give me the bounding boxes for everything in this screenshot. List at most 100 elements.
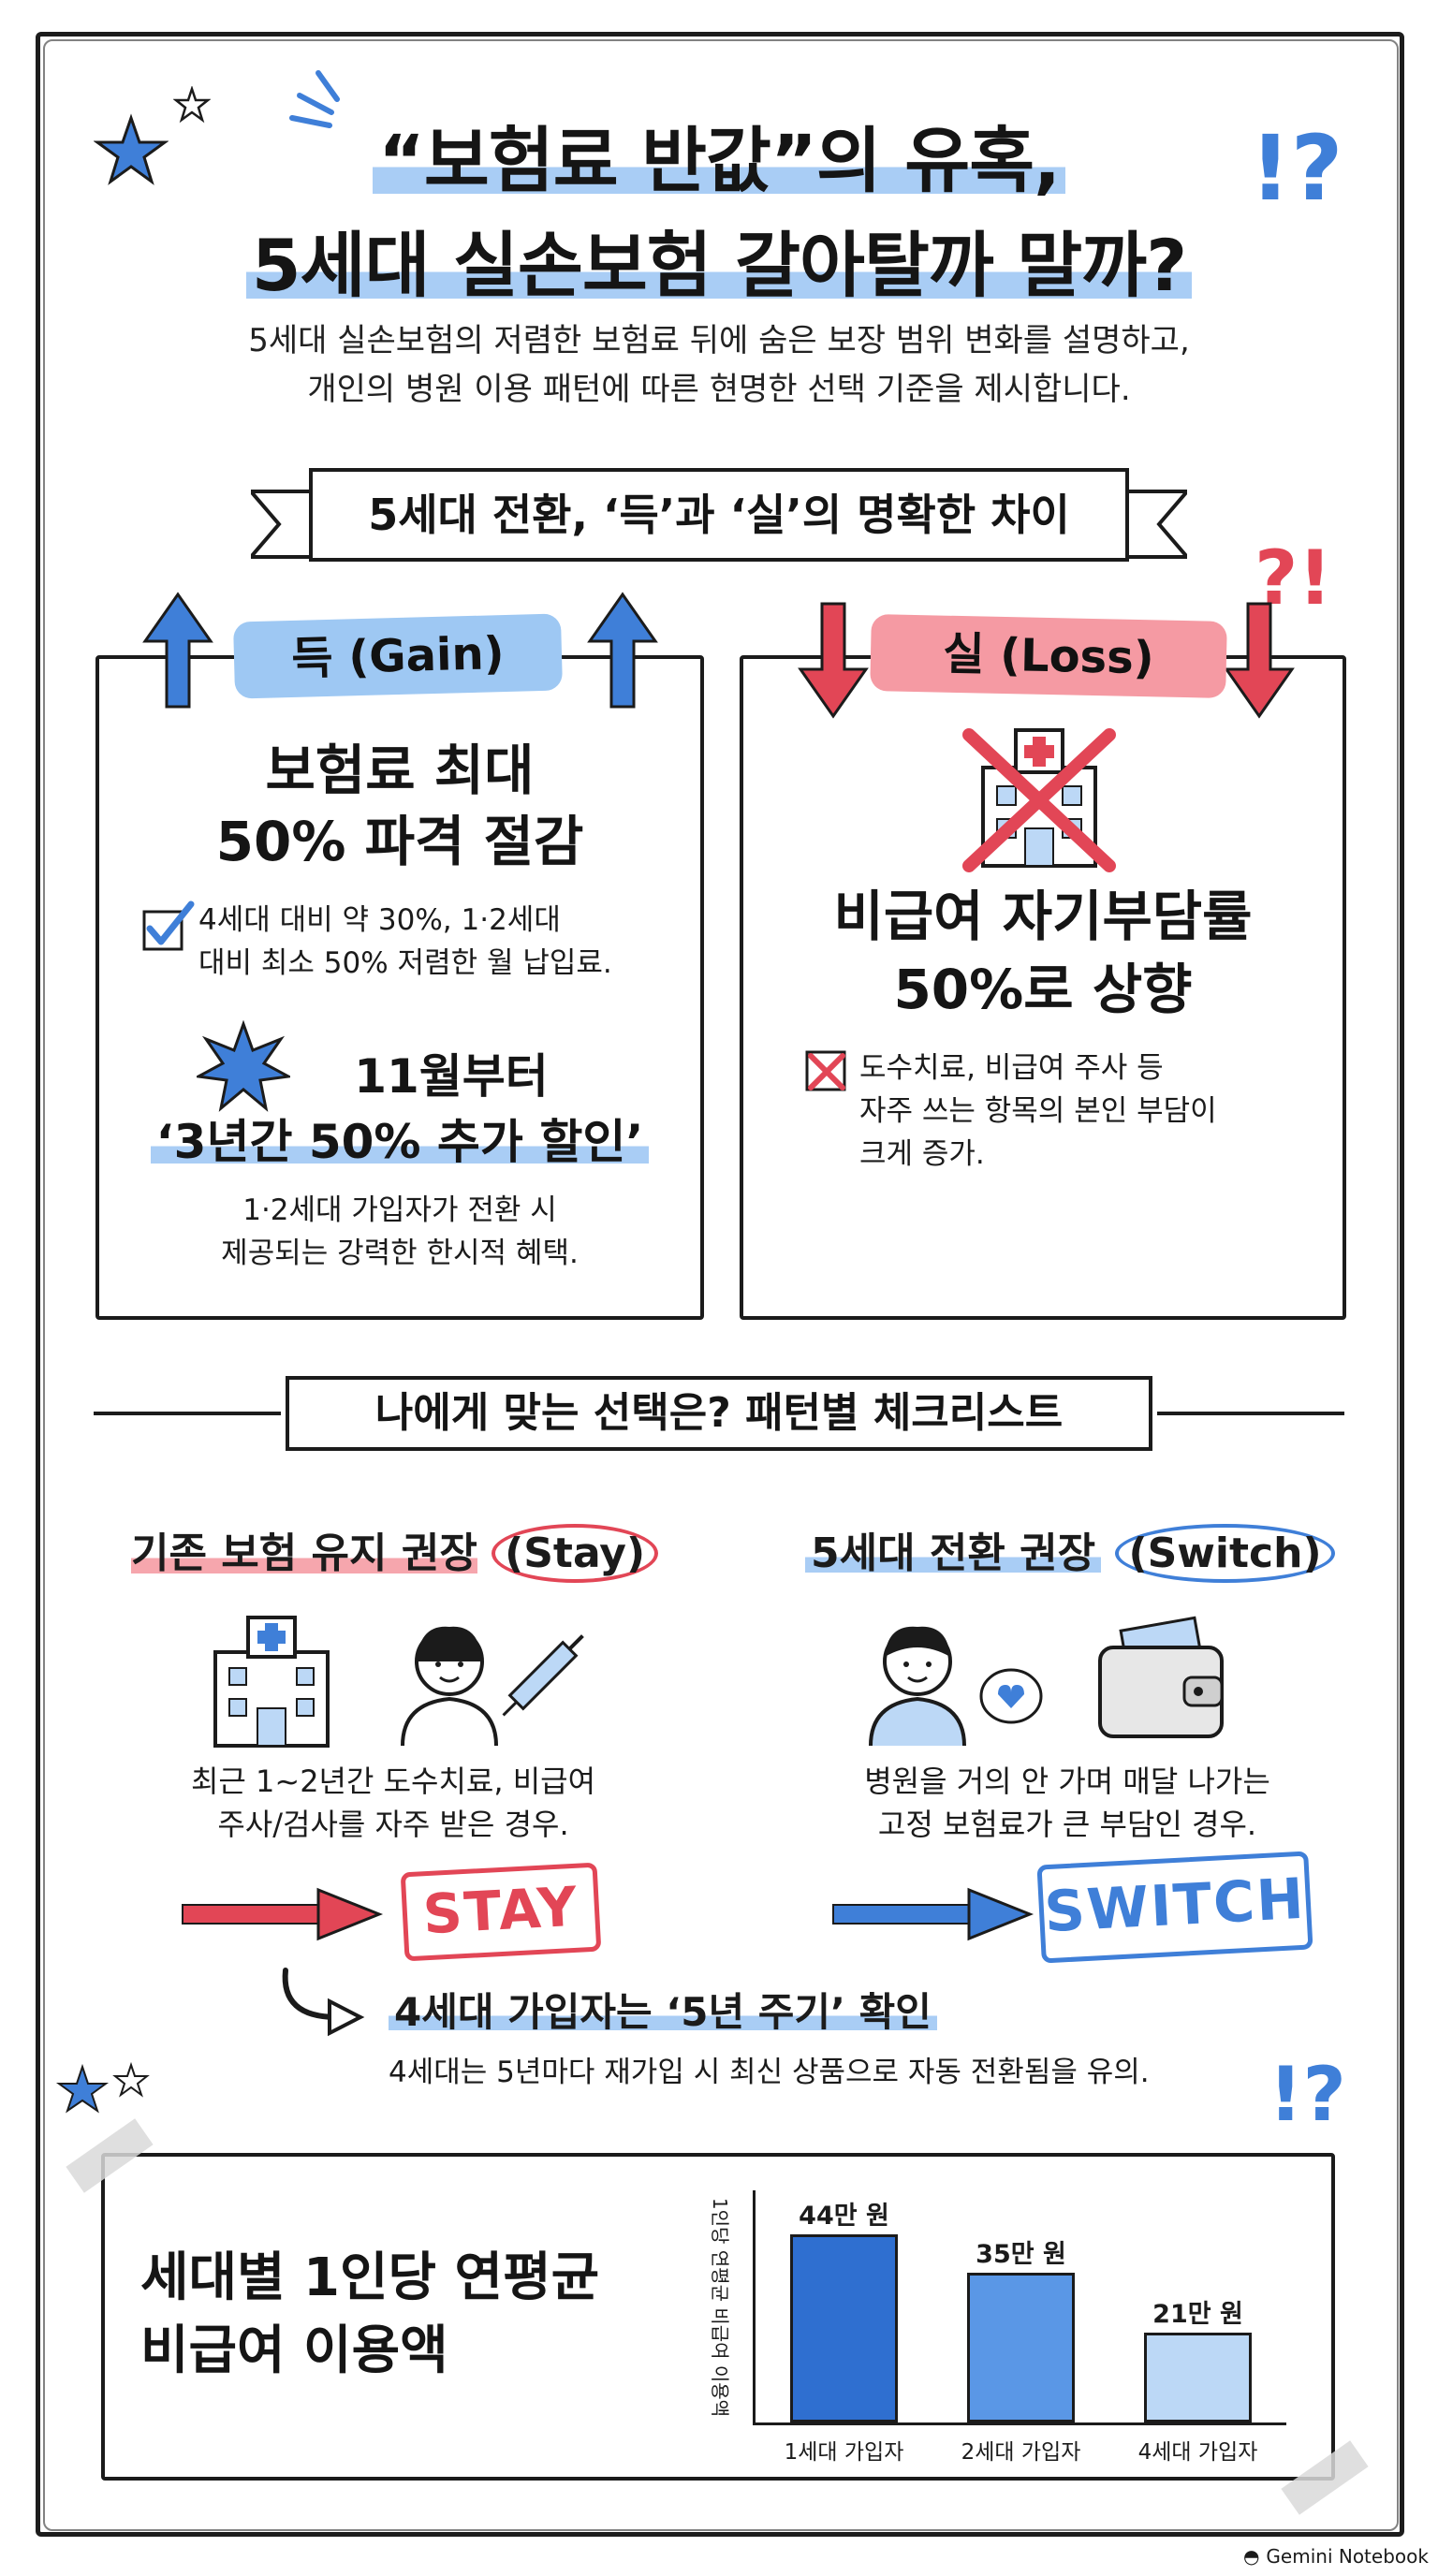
- section1-banner-text: 5세대 전환, ‘득’과 ‘실’의 명확한 차이: [368, 490, 1070, 540]
- bar-data-label-2: 35만 원: [976, 2240, 1066, 2269]
- page-title-line1: “보험료 반값”의 유혹,: [0, 103, 1438, 202]
- gain-promo-desc: 1·2세대 가입자가 전환 시 제공되는 강력한 한시적 혜택.: [103, 1189, 697, 1275]
- gain-headline-line1: 보험료 최대: [265, 739, 535, 802]
- plot-area: 44만 원 1세대 가입자 35만 원 2세대 가입자 21만 원 4세대 가입자: [756, 2190, 1286, 2465]
- loss-panel: [740, 655, 1346, 1320]
- brand-icon: ◓: [1243, 2545, 1267, 2568]
- page-frame: [36, 32, 1404, 2537]
- bar-3: [1144, 2333, 1252, 2422]
- gain-headline-line2: 50% 파격 절감: [215, 810, 584, 873]
- hospital-icon: [213, 1616, 330, 1748]
- subtitle-line-2: 개인의 병원 이용 패턴에 따른 현명한 선택 기준을 제시합니다.: [307, 371, 1131, 408]
- note-title-text: 4세대 가입자는 ‘5년 주기’ 확인: [389, 1989, 937, 2035]
- spark-lines-icon: [289, 70, 340, 128]
- loss-x-line1: 도수치료, 비급여 주사 등: [859, 1051, 1164, 1085]
- switch-stamp: SWITCH: [1036, 1851, 1313, 1964]
- stay-title: 기존 보험 유지 권장 (Stay): [131, 1521, 693, 1587]
- chart-panel: [101, 2153, 1335, 2481]
- loss-x-text: 도수치료, 비급여 주사 등 자주 쓰는 항목의 본인 부담이 크게 증가.: [859, 1046, 1328, 1176]
- star-icon: [94, 113, 169, 185]
- page-subtitle: 5세대 실손보험의 저렴한 보험료 뒤에 숨은 보장 범위 변화를 설명하고, …: [0, 316, 1438, 414]
- footer-brand: ◓ Gemini Notebook: [1243, 2542, 1431, 2570]
- svg-text:!?: !?: [1250, 116, 1343, 213]
- section2-banner-text: 나에게 맞는 선택은? 패턴별 체크리스트: [374, 1389, 1064, 1437]
- gain-promo: 11월부터 ‘3년간 50% 추가 할인’: [103, 1044, 697, 1175]
- arrow-right-red-icon: [182, 1887, 384, 1941]
- exclaim-question-blue-icon: !?: [1269, 2051, 1346, 2134]
- switch-desc: 병원을 거의 안 가며 매달 나가는 고정 보험료가 큰 부담인 경우.: [777, 1760, 1357, 1846]
- title-text-1: “보험료 반값”의 유혹,: [372, 119, 1066, 202]
- arrow-down-icon: [798, 602, 869, 719]
- x-axis: [753, 2422, 1286, 2425]
- title-text-2: 5세대 실손보험 갈아탈까 말까?: [245, 224, 1193, 307]
- stay-desc-line2: 주사/검사를 자주 받은 경우.: [217, 1807, 569, 1842]
- gain-check-line1: 4세대 대비 약 30%, 1·2세대: [198, 903, 561, 937]
- page-frame-inner: [43, 39, 1399, 2531]
- bar-chart: 1인당 연평균 비급여 이용액 44만 원 1세대 가입자 35만 원 2세대 가입자…: [709, 2181, 1311, 2465]
- stay-stamp-text: STAY: [421, 1874, 580, 1947]
- gain-panel: [95, 655, 704, 1320]
- subtitle-line-1: 5세대 실손보험의 저렴한 보험료 뒤에 숨은 보장 범위 변화를 설명하고,: [248, 322, 1190, 359]
- switch-title-en: (Switch): [1115, 1524, 1335, 1583]
- note-title: 4세대 가입자는 ‘5년 주기’ 확인: [389, 1984, 1231, 2041]
- svg-text:!?: !?: [1269, 2051, 1346, 2134]
- gain-label-text: 득 (Gain): [290, 627, 506, 685]
- section2-banner: 나에게 맞는 선택은? 패턴별 체크리스트: [286, 1376, 1152, 1451]
- gain-check-line2: 대비 최소 50% 저렴한 월 납입료.: [198, 946, 612, 980]
- loss-headline-line2: 50%로 상향: [893, 958, 1193, 1021]
- stay-title-en: (Stay): [492, 1524, 659, 1583]
- gain-headline: 보험료 최대 50% 파격 절감: [103, 735, 697, 877]
- bar-2: [967, 2273, 1075, 2422]
- stay-stamp: STAY: [400, 1862, 602, 1962]
- stay-desc-line1: 최근 1~2년간 도수치료, 비급여: [190, 1764, 596, 1799]
- note-desc: 4세대는 5년마다 재가입 시 최신 상품으로 자동 전환됨을 유의.: [389, 2052, 1325, 2093]
- gain-promo-desc-line2: 제공되는 강력한 한시적 혜택.: [221, 1237, 579, 1270]
- chart-title-line1: 세대별 1인당 연평균: [140, 2247, 600, 2308]
- patient-injection-icon: [401, 1626, 584, 1747]
- gain-promo-line1: 11월부터: [354, 1049, 549, 1104]
- switch-title-text: 5세대 전환 권장: [805, 1530, 1102, 1577]
- divider-right: [1157, 1412, 1344, 1415]
- x-tick-label-1: 1세대 가입자: [784, 2440, 904, 2465]
- y-axis: [753, 2190, 756, 2424]
- y-axis-label-wrap: 1인당 연평균 비급여 이용액: [702, 2190, 740, 2424]
- loss-headline: 비급여 자기부담률 50%로 상향: [747, 880, 1339, 1026]
- y-axis-label: 1인당 연평균 비급여 이용액: [709, 2197, 731, 2418]
- bar-data-label-3: 21만 원: [1152, 2300, 1243, 2329]
- x-tick-label-2: 2세대 가입자: [961, 2440, 1081, 2465]
- loss-label: 실 (Loss): [870, 614, 1227, 698]
- x-tick-label-3: 4세대 가입자: [1137, 2440, 1258, 2465]
- person-heart-icon: [869, 1626, 1043, 1747]
- section1-banner: 5세대 전환, ‘득’과 ‘실’의 명확한 차이: [309, 468, 1129, 562]
- burst-icon: [197, 1020, 290, 1112]
- gain-promo-line2: ‘3년간 50% 추가 할인’: [150, 1115, 650, 1169]
- gain-check-text: 4세대 대비 약 30%, 1·2세대 대비 최소 50% 저렴한 월 납입료.: [198, 899, 685, 985]
- loss-headline-line1: 비급여 자기부담률: [833, 885, 1253, 948]
- arrow-right-blue-icon: [832, 1887, 1034, 1941]
- stay-title-text: 기존 보험 유지 권장: [131, 1530, 477, 1577]
- loss-label-text: 실 (Loss): [942, 627, 1155, 685]
- footer-brand-text: Gemini Notebook: [1266, 2545, 1429, 2568]
- arrow-up-icon: [142, 592, 213, 709]
- gain-label: 득 (Gain): [232, 613, 564, 699]
- checkbox-checked-icon: [142, 900, 195, 951]
- arrow-down-icon-2: [1224, 602, 1295, 719]
- loss-x-line2: 자주 쓰는 항목의 본인 부담이: [859, 1094, 1217, 1128]
- chart-title-line2: 비급여 이용액: [140, 2320, 448, 2381]
- wallet-icon: [1098, 1616, 1224, 1738]
- bar-1: [790, 2234, 898, 2422]
- chart-title: 세대별 1인당 연평균 비급여 이용액: [140, 2242, 665, 2388]
- gain-promo-desc-line1: 1·2세대 가입자가 전환 시: [242, 1193, 557, 1227]
- stay-desc: 최근 1~2년간 도수치료, 비급여 주사/검사를 자주 받은 경우.: [103, 1760, 683, 1846]
- divider-left: [94, 1412, 281, 1415]
- bar-data-label-1: 44만 원: [799, 2202, 889, 2231]
- switch-title: 5세대 전환 권장 (Switch): [805, 1521, 1367, 1587]
- exclaim-question-icon: !?: [1250, 116, 1343, 213]
- arrow-up-icon-2: [587, 592, 658, 709]
- stars-icon: [55, 2061, 150, 2114]
- switch-desc-line1: 병원을 거의 안 가며 매달 나가는: [864, 1764, 1270, 1799]
- section1-banner-ribbon: [251, 490, 1187, 559]
- page-title-line2: 5세대 실손보험 갈아탈까 말까?: [0, 208, 1438, 307]
- loss-x-line3: 크게 증가.: [859, 1137, 985, 1171]
- checkbox-x-icon: [805, 1050, 846, 1091]
